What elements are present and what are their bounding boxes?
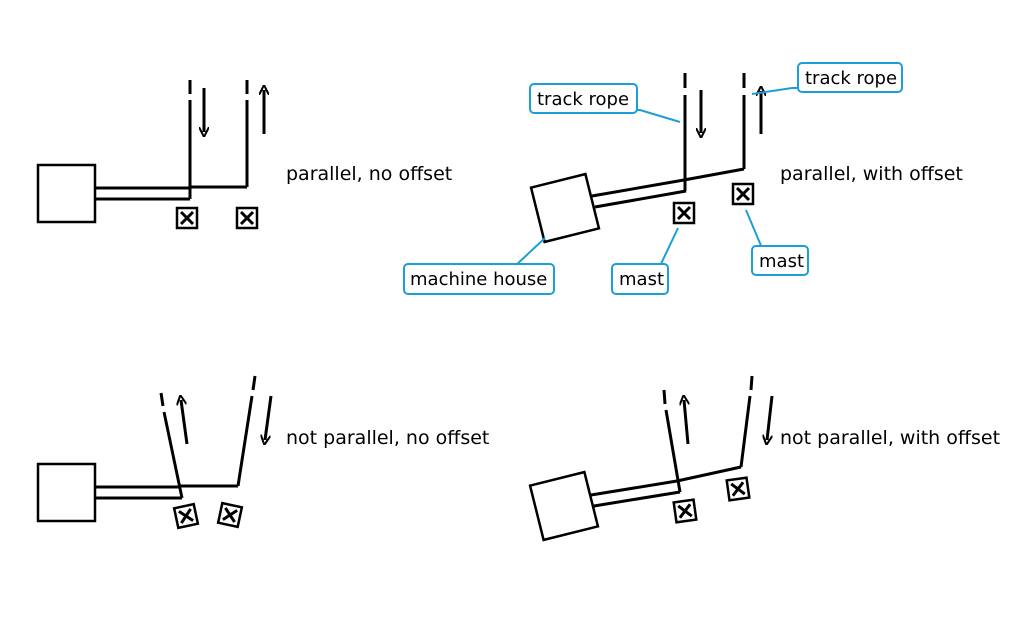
- track-rope-left: [159, 392, 184, 499]
- track-rope-right: [676, 375, 754, 483]
- machine-house: [528, 470, 600, 542]
- mast: [216, 501, 244, 529]
- track-rope-right: [190, 80, 249, 189]
- down-arrow: [265, 395, 273, 440]
- mast: [172, 502, 200, 530]
- machine-house: [36, 163, 97, 224]
- panel-not-parallel-with-offset: not parallel, with offset: [528, 375, 1000, 542]
- callout-label: track rope: [805, 68, 897, 89]
- caption-parallel-no-offset: parallel, no offset: [286, 163, 452, 185]
- mast: [672, 201, 696, 225]
- mast: [175, 206, 199, 230]
- up-arrow: [181, 400, 189, 445]
- track-rope-right: [180, 375, 257, 488]
- callout-mast-left: mast: [611, 227, 679, 295]
- mast: [672, 498, 698, 524]
- down-arrow: [767, 395, 774, 440]
- up-arrow: [684, 400, 690, 445]
- callout-label: mast: [619, 269, 664, 290]
- panel-not-parallel-no-offset: not parallel, no offset: [36, 375, 489, 530]
- mast: [731, 182, 755, 206]
- panel-parallel-no-offset: parallel, no offset: [36, 80, 452, 230]
- connector-beam: [95, 485, 182, 500]
- caption-not-parallel-with-offset: not parallel, with offset: [780, 427, 1000, 449]
- callout-track-rope-left: track rope: [529, 83, 681, 123]
- callout-track-rope-right: track rope: [751, 62, 903, 95]
- caption-parallel-with-offset: parallel, with offset: [780, 163, 963, 185]
- machine-house: [529, 172, 601, 244]
- callout-label: mast: [759, 251, 804, 272]
- connector-beam: [591, 178, 687, 209]
- callout-machine-house: machine house: [403, 237, 555, 295]
- panel-parallel-with-offset: parallel, with offset track rope track r…: [403, 62, 963, 295]
- callout-label: track rope: [537, 89, 629, 110]
- track-rope-left: [662, 389, 682, 493]
- connector-beam: [95, 186, 190, 201]
- track-rope-right: [683, 73, 746, 182]
- machine-house: [36, 462, 97, 523]
- caption-not-parallel-no-offset: not parallel, no offset: [286, 427, 489, 449]
- mast: [725, 476, 751, 502]
- callout-mast-right: mast: [745, 209, 809, 276]
- connector-beam: [590, 479, 681, 508]
- mast: [235, 206, 259, 230]
- callout-label: machine house: [410, 269, 547, 290]
